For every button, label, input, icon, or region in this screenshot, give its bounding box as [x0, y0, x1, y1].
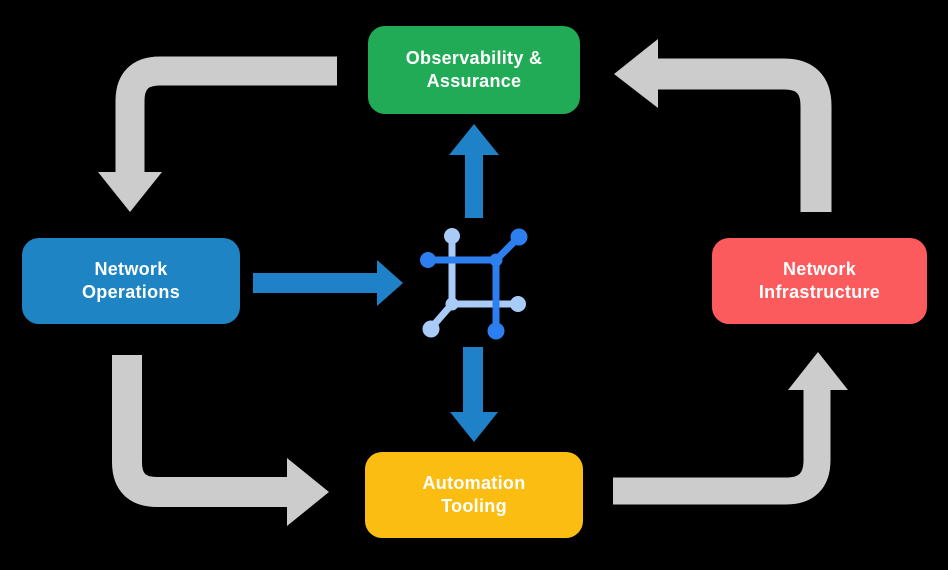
node-network-operations: Network Operations	[22, 238, 240, 324]
mesh-bottomleft-node	[445, 297, 459, 311]
mesh-right-dot	[510, 296, 526, 312]
gray-arrow-infrastructure-to-observability	[614, 39, 832, 212]
gray-arrow-shaft	[613, 389, 831, 505]
node-label-line: Assurance	[426, 71, 522, 91]
gray-arrow-observability-to-operations	[98, 56, 337, 212]
gray-arrowhead-right-icon	[287, 458, 329, 526]
gray-arrow-operations-to-tooling	[112, 355, 329, 526]
gray-arrow-shaft	[115, 56, 337, 173]
mesh-top-dot	[444, 228, 460, 244]
mesh-topright-node	[489, 253, 503, 267]
gray-arrowhead-left-icon	[614, 39, 658, 108]
node-network-infrastructure: Network Infrastructure	[712, 238, 927, 324]
node-observability-assurance: Observability & Assurance	[368, 26, 580, 114]
gray-arrow-tooling-to-infrastructure	[613, 352, 848, 505]
node-label-line: Infrastructure	[758, 282, 881, 302]
mesh-bottomleft-dot	[422, 320, 440, 338]
node-label-line: Network	[94, 259, 168, 279]
gray-arrowhead-down-icon	[98, 172, 162, 212]
node-label-line: Operations	[81, 282, 181, 302]
node-label-line: Tooling	[441, 496, 507, 516]
blue-arrow-operations-to-hub	[253, 260, 403, 306]
mesh-topright-dot	[510, 228, 528, 246]
node-label-line: Observability &	[405, 48, 543, 68]
gray-arrowhead-up-icon	[788, 352, 848, 390]
blue-arrow-hub-to-observability	[449, 124, 499, 218]
blue-arrow-hub-to-tooling	[450, 347, 498, 442]
gray-arrow-shaft	[112, 355, 288, 507]
node-automation-tooling: Automation Tooling	[365, 452, 583, 538]
network-mesh-icon	[420, 228, 528, 340]
node-label-line: Network	[782, 259, 857, 279]
node-label-line: Automation	[422, 473, 526, 493]
gray-arrow-shaft	[657, 58, 832, 212]
mesh-bottom-dot	[487, 322, 505, 340]
mesh-left-dot	[420, 252, 436, 268]
